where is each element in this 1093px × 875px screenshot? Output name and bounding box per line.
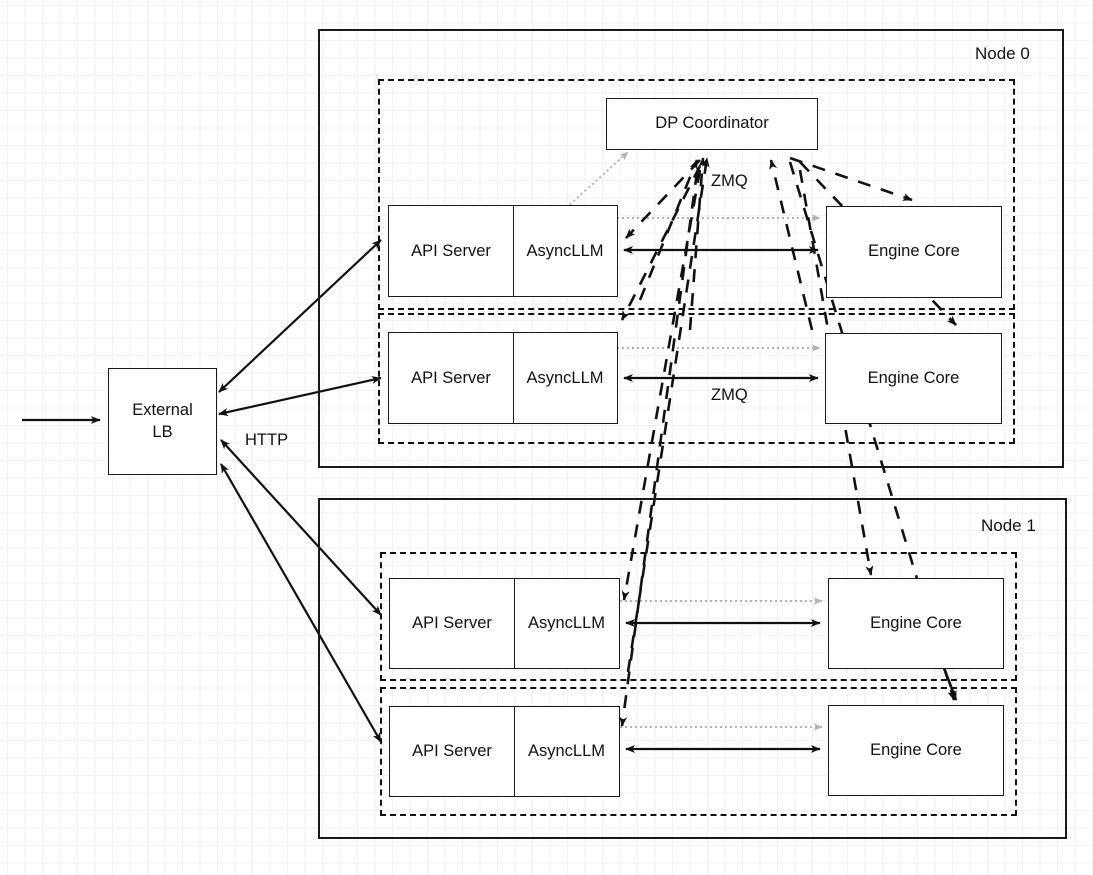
node-0-group-0 — [378, 79, 1015, 310]
zmq-label-n0-r2: ZMQ — [711, 386, 748, 404]
api-server-cell-n0-r1[interactable]: API Server — [389, 206, 514, 296]
edge-lb-to-api-n1-r2 — [220, 463, 382, 743]
api-server-unit-n1-r2[interactable]: API Server AsyncLLM — [389, 706, 620, 797]
edge-dashed-coord-to-asyncllm-n0r2 — [620, 165, 702, 321]
node-1-title: Node 1 — [981, 516, 1036, 535]
edge-dashed-coord-to-ec-n1r1 — [798, 169, 874, 576]
api-server-cell-n0-r2[interactable]: API Server — [389, 333, 514, 423]
edge-dashed-coord-to-asyncllm-n1r1 — [621, 169, 702, 601]
edge-dashed-ec-n0r1-to-coord — [688, 157, 707, 331]
async-llm-cell-n0-r1[interactable]: AsyncLLM — [526, 241, 604, 260]
engine-core-n1-r1[interactable]: Engine Core — [828, 578, 1004, 669]
api-server-unit-n0-r2[interactable]: API Server AsyncLLM — [388, 332, 618, 424]
dp-coordinator-box[interactable]: DP Coordinator — [606, 98, 818, 150]
api-server-cell-n1-r2[interactable]: API Server — [390, 707, 515, 796]
engine-core-n1-r2[interactable]: Engine Core — [828, 705, 1004, 796]
http-label: HTTP — [245, 431, 289, 449]
async-llm-cell-n0-r2[interactable]: AsyncLLM — [526, 368, 604, 387]
async-llm-cell-n1-r2[interactable]: AsyncLLM — [527, 742, 606, 760]
external-lb-label-line2: LB — [152, 422, 173, 441]
edge-dotted-asyncllm-coordinator — [565, 151, 629, 209]
edge-dashed-coord-to-ec-n0r1 — [789, 156, 913, 202]
node-0-title: Node 0 — [975, 44, 1030, 63]
zmq-label-n0-r1: ZMQ — [711, 172, 748, 190]
async-llm-cell-n1-r1[interactable]: AsyncLLM — [527, 614, 606, 632]
node-1-container — [318, 498, 1067, 839]
engine-core-n0-r1[interactable]: Engine Core — [826, 206, 1002, 298]
node-1-group-1 — [380, 687, 1017, 816]
api-server-unit-n0-r1[interactable]: API Server AsyncLLM — [388, 205, 618, 297]
edge-dashed-ec-n0r2-to-coord — [769, 159, 814, 331]
edge-ec-n1r1-to-ec-n1r2 — [942, 667, 958, 701]
edge-dashed-coord-to-asyncllm-n1r2 — [619, 171, 699, 727]
edge-dashed-coord-to-asyncllm-n0r1 — [625, 159, 701, 239]
engine-core-n0-r2[interactable]: Engine Core — [825, 333, 1002, 424]
edge-lb-to-api-n0-r2 — [218, 376, 382, 416]
api-server-unit-n1-r1[interactable]: API Server AsyncLLM — [389, 578, 620, 669]
node-0-container — [318, 29, 1064, 468]
edge-dashed-asyncllm-n1r1-to-coord — [626, 157, 710, 673]
node-0-group-1 — [378, 313, 1015, 444]
edge-dashed-asyncllm-n0r1-to-coord — [638, 159, 699, 301]
api-server-cell-n1-r1[interactable]: API Server — [390, 579, 515, 668]
edge-lb-to-api-n0-r1 — [218, 239, 382, 393]
node-1-group-0 — [380, 552, 1017, 681]
external-lb-label-line1: External — [132, 401, 193, 420]
external-lb-box[interactable]: External LB — [108, 368, 217, 475]
